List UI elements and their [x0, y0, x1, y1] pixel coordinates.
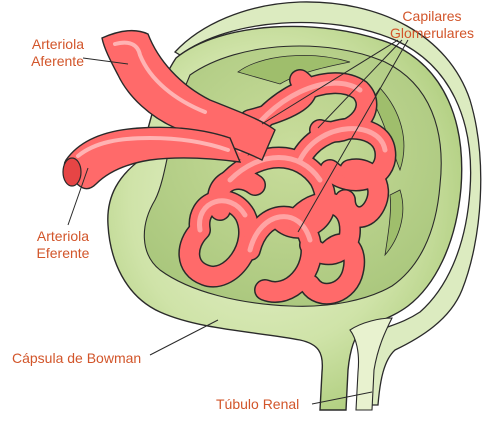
label-capilares-line1: Capilares: [384, 8, 480, 25]
label-capilares-line2: Glomerulares: [384, 25, 480, 42]
label-arteriola-aferente-line1: Arteriola: [8, 36, 84, 53]
label-arteriola-eferente-line1: Arteriola: [18, 228, 108, 245]
label-arteriola-aferente: Arteriola Aferente: [8, 36, 84, 70]
label-arteriola-eferente: Arteriola Eferente: [18, 228, 108, 262]
label-tubulo-renal: Túbulo Renal: [216, 396, 299, 413]
label-capsula-de-bowman: Cápsula de Bowman: [12, 350, 141, 367]
leader-capsula: [150, 320, 218, 355]
eferente-lumen: [63, 158, 81, 186]
label-arteriola-eferente-line2: Eferente: [18, 245, 108, 262]
label-arteriola-aferente-line2: Aferente: [8, 53, 84, 70]
label-capilares-glomerulares: Capilares Glomerulares: [384, 8, 480, 42]
